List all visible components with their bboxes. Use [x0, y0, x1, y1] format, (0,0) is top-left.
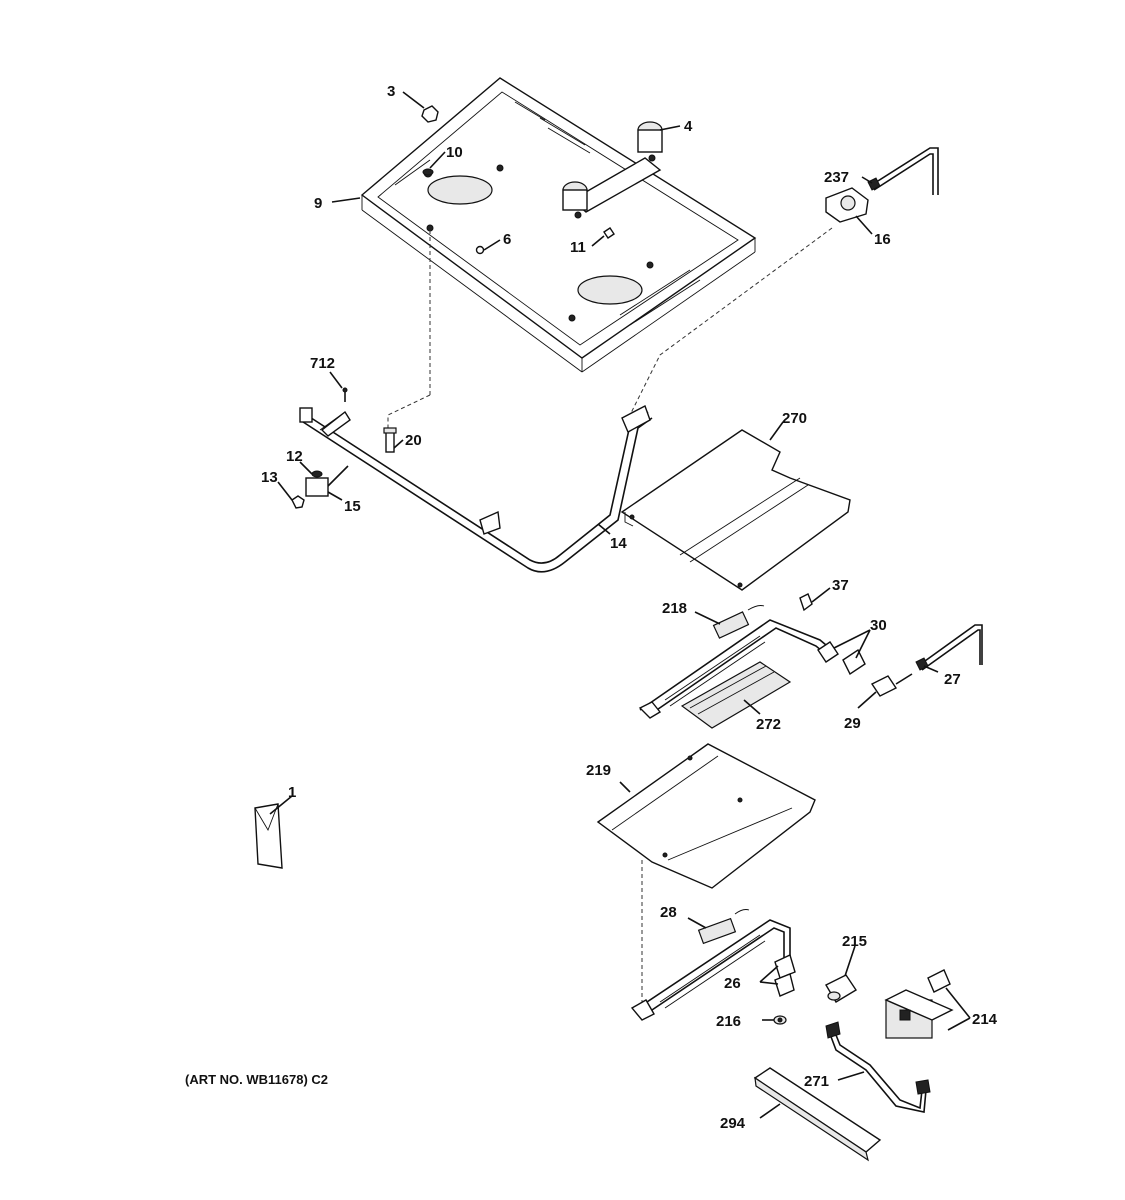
burner-shield-270 [620, 429, 851, 591]
callout-26: 26 [724, 975, 741, 992]
callout-270: 270 [782, 410, 807, 427]
gas-valve [291, 465, 349, 509]
callout-712: 712 [310, 355, 335, 372]
callout-28: 28 [660, 904, 677, 921]
callout-3: 3 [387, 83, 395, 100]
callout-16: 16 [874, 231, 891, 248]
callout-30: 30 [870, 617, 887, 634]
callout-9: 9 [314, 195, 322, 212]
broil-shield-219 [596, 743, 816, 889]
broil-valve-assembly [825, 969, 954, 1113]
callout-271: 271 [804, 1073, 829, 1090]
gas-manifold-pipe [299, 405, 653, 573]
orifice-20 [383, 427, 397, 453]
callout-272: 272 [756, 716, 781, 733]
callout-15: 15 [344, 498, 361, 515]
callout-14: 14 [610, 535, 627, 552]
callout-labels: 3 4 10 9 6 11 237 16 712 20 12 13 15 14 … [185, 83, 998, 1132]
broil-burner-assembly [630, 909, 796, 1025]
callout-216: 216 [716, 1013, 741, 1030]
callout-27: 27 [944, 671, 961, 688]
callout-214: 214 [972, 1011, 998, 1028]
callout-219: 219 [586, 762, 611, 779]
callout-1: 1 [288, 784, 296, 801]
callout-294: 294 [720, 1115, 746, 1132]
callout-13: 13 [261, 469, 278, 486]
callout-237: 237 [824, 169, 849, 186]
callout-37: 37 [832, 577, 849, 594]
callout-215: 215 [842, 933, 867, 950]
gas-regulator-bracket [825, 147, 939, 223]
callout-11: 11 [570, 239, 586, 256]
callout-29: 29 [844, 715, 861, 732]
callout-218: 218 [662, 600, 687, 617]
callout-6: 6 [503, 231, 511, 248]
literature-envelope [254, 803, 283, 869]
bake-burner-assembly [638, 593, 983, 729]
leader-lines [269, 91, 971, 1119]
screw-712 [342, 387, 348, 402]
callout-4: 4 [684, 118, 693, 135]
callout-10: 10 [446, 144, 463, 161]
burner-cap-assembly [562, 121, 663, 219]
burner-box-pan [360, 77, 757, 373]
nut-hardware [421, 105, 439, 176]
callout-12: 12 [286, 448, 303, 465]
art-number: (ART NO. WB11678) C2 [185, 1072, 328, 1087]
callout-20: 20 [405, 432, 422, 449]
rail-294 [753, 1067, 882, 1162]
